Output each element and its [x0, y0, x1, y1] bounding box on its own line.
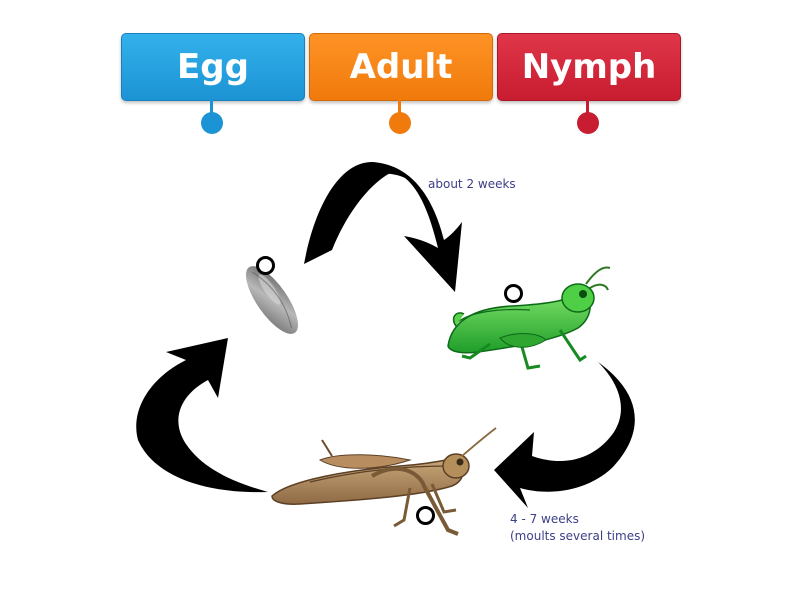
egg-label-text: Egg — [177, 47, 249, 87]
drop-target-icon-adult[interactable] — [416, 506, 435, 525]
nymph-grasshopper-image — [447, 266, 611, 370]
nymph-label-tile[interactable]: Nymph — [497, 33, 681, 101]
egg-label-tile[interactable]: Egg — [121, 33, 305, 101]
egg-image — [245, 266, 299, 334]
nymph-label-text: Nymph — [521, 47, 657, 87]
bottom-duration-note: (moults several times) — [510, 529, 646, 543]
nymph-pin-stem — [586, 99, 589, 113]
adult-label-tile[interactable]: Adult — [309, 33, 493, 101]
egg-pin-stem — [210, 99, 213, 113]
drop-target-icon-egg[interactable] — [256, 256, 275, 275]
top-duration-caption: about 2 weeks — [428, 177, 516, 191]
cycle-arrow-icon-right — [494, 362, 635, 508]
adult-pin-handle[interactable] — [389, 112, 411, 134]
adult-grasshopper-image — [271, 427, 497, 536]
bottom-duration-caption: 4 - 7 weeks — [510, 512, 579, 526]
adult-label-text: Adult — [349, 47, 453, 87]
cycle-arrow-icon-top — [304, 162, 462, 292]
adult-pin-stem — [398, 99, 401, 113]
nymph-pin-handle[interactable] — [577, 112, 599, 134]
cycle-arrow-icon-left — [136, 338, 268, 493]
egg-pin-handle[interactable] — [201, 112, 223, 134]
drop-target-icon-nymph[interactable] — [504, 284, 523, 303]
